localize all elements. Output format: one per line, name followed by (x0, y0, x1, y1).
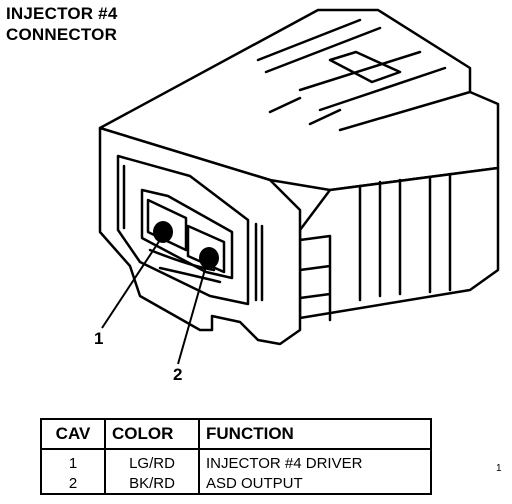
figure-id-fragment: 1 (496, 463, 502, 474)
pinout-table: CAV COLOR FUNCTION 1 LG/RD INJECTOR #4 D… (40, 418, 432, 495)
terminal-2 (199, 247, 219, 269)
terminal-1 (153, 221, 173, 243)
callout-leader-1 (101, 239, 161, 329)
latch-ramp (148, 248, 222, 284)
header-cav: CAV (40, 418, 106, 450)
inner-frame (116, 154, 250, 306)
title-line-1: INJECTOR #4 (6, 4, 118, 23)
diagram-title: INJECTOR #4 CONNECTOR (6, 3, 117, 45)
side-lines (358, 172, 452, 302)
callout-cavity-1: 1 (94, 329, 104, 348)
cavity-1-outline (146, 198, 188, 252)
cell-cav: 1 (40, 449, 106, 473)
cell-function: INJECTOR #4 DRIVER (198, 449, 432, 473)
connector-body-top (98, 8, 500, 192)
header-function: FUNCTION (198, 418, 432, 450)
cell-function: ASD OUTPUT (198, 473, 432, 495)
cavity-2-outline (186, 224, 226, 274)
callout-leader-2 (177, 265, 207, 365)
header-color: COLOR (104, 418, 200, 450)
cell-cav: 2 (40, 473, 106, 495)
table-row: 2 BK/RD ASD OUTPUT (40, 473, 432, 495)
cell-color: BK/RD (104, 473, 200, 495)
callout-cavity-2: 2 (173, 365, 183, 384)
cell-color: LG/RD (104, 449, 200, 473)
title-line-2: CONNECTOR (6, 25, 118, 44)
table-header-row: CAV COLOR FUNCTION (40, 418, 432, 450)
table-row: 1 LG/RD INJECTOR #4 DRIVER (40, 449, 432, 473)
top-rib (328, 50, 402, 84)
top-ridges (256, 18, 472, 132)
